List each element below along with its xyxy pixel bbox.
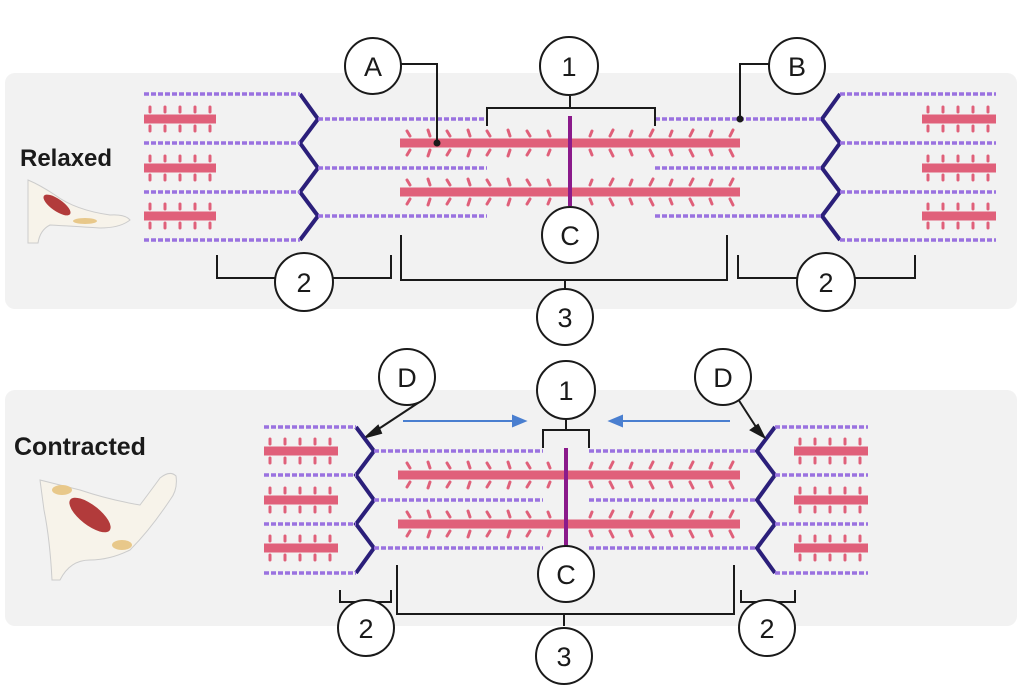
myosin-heads xyxy=(268,437,862,562)
contracted-arm-icon xyxy=(39,472,177,581)
label-3-relaxed: 3 xyxy=(557,303,572,333)
label-1-contracted: 1 xyxy=(558,376,573,406)
label-a: A xyxy=(364,52,382,82)
label-2-relaxed-left: 2 xyxy=(296,268,311,298)
relaxed-sarcomere: A 1 B C 2 2 3 xyxy=(27,36,996,346)
label-d-left: D xyxy=(397,363,417,393)
relaxed-title: Relaxed xyxy=(20,145,113,172)
label-2-relaxed-right: 2 xyxy=(818,268,833,298)
label-c-contracted: C xyxy=(556,560,576,590)
label-b: B xyxy=(788,52,806,82)
label-1-relaxed: 1 xyxy=(561,52,576,82)
z-line xyxy=(353,425,377,575)
contracted-panel xyxy=(5,390,1017,626)
contraction-arrows xyxy=(403,414,730,428)
label-2-contracted-left: 2 xyxy=(358,614,373,644)
label-3-contracted: 3 xyxy=(556,642,571,672)
relaxed-arm-icon xyxy=(27,179,131,244)
actin-filaments xyxy=(264,425,868,575)
contracted-callouts: D 1 D C 2 2 3 xyxy=(337,348,796,685)
myosin-filaments xyxy=(264,446,868,553)
label-2-contracted-right: 2 xyxy=(759,614,774,644)
contracted-sarcomere: D 1 D C 2 2 3 xyxy=(39,348,868,685)
relaxed-callouts: A 1 B C 2 2 3 xyxy=(274,36,856,346)
z-line xyxy=(754,425,778,575)
label-d-right: D xyxy=(713,363,733,393)
actin-filaments xyxy=(144,92,996,242)
myosin-heads xyxy=(148,105,990,230)
contracted-title: Contracted xyxy=(14,433,146,461)
z-line xyxy=(297,92,321,242)
label-c-relaxed: C xyxy=(560,221,580,251)
z-line xyxy=(819,92,843,242)
